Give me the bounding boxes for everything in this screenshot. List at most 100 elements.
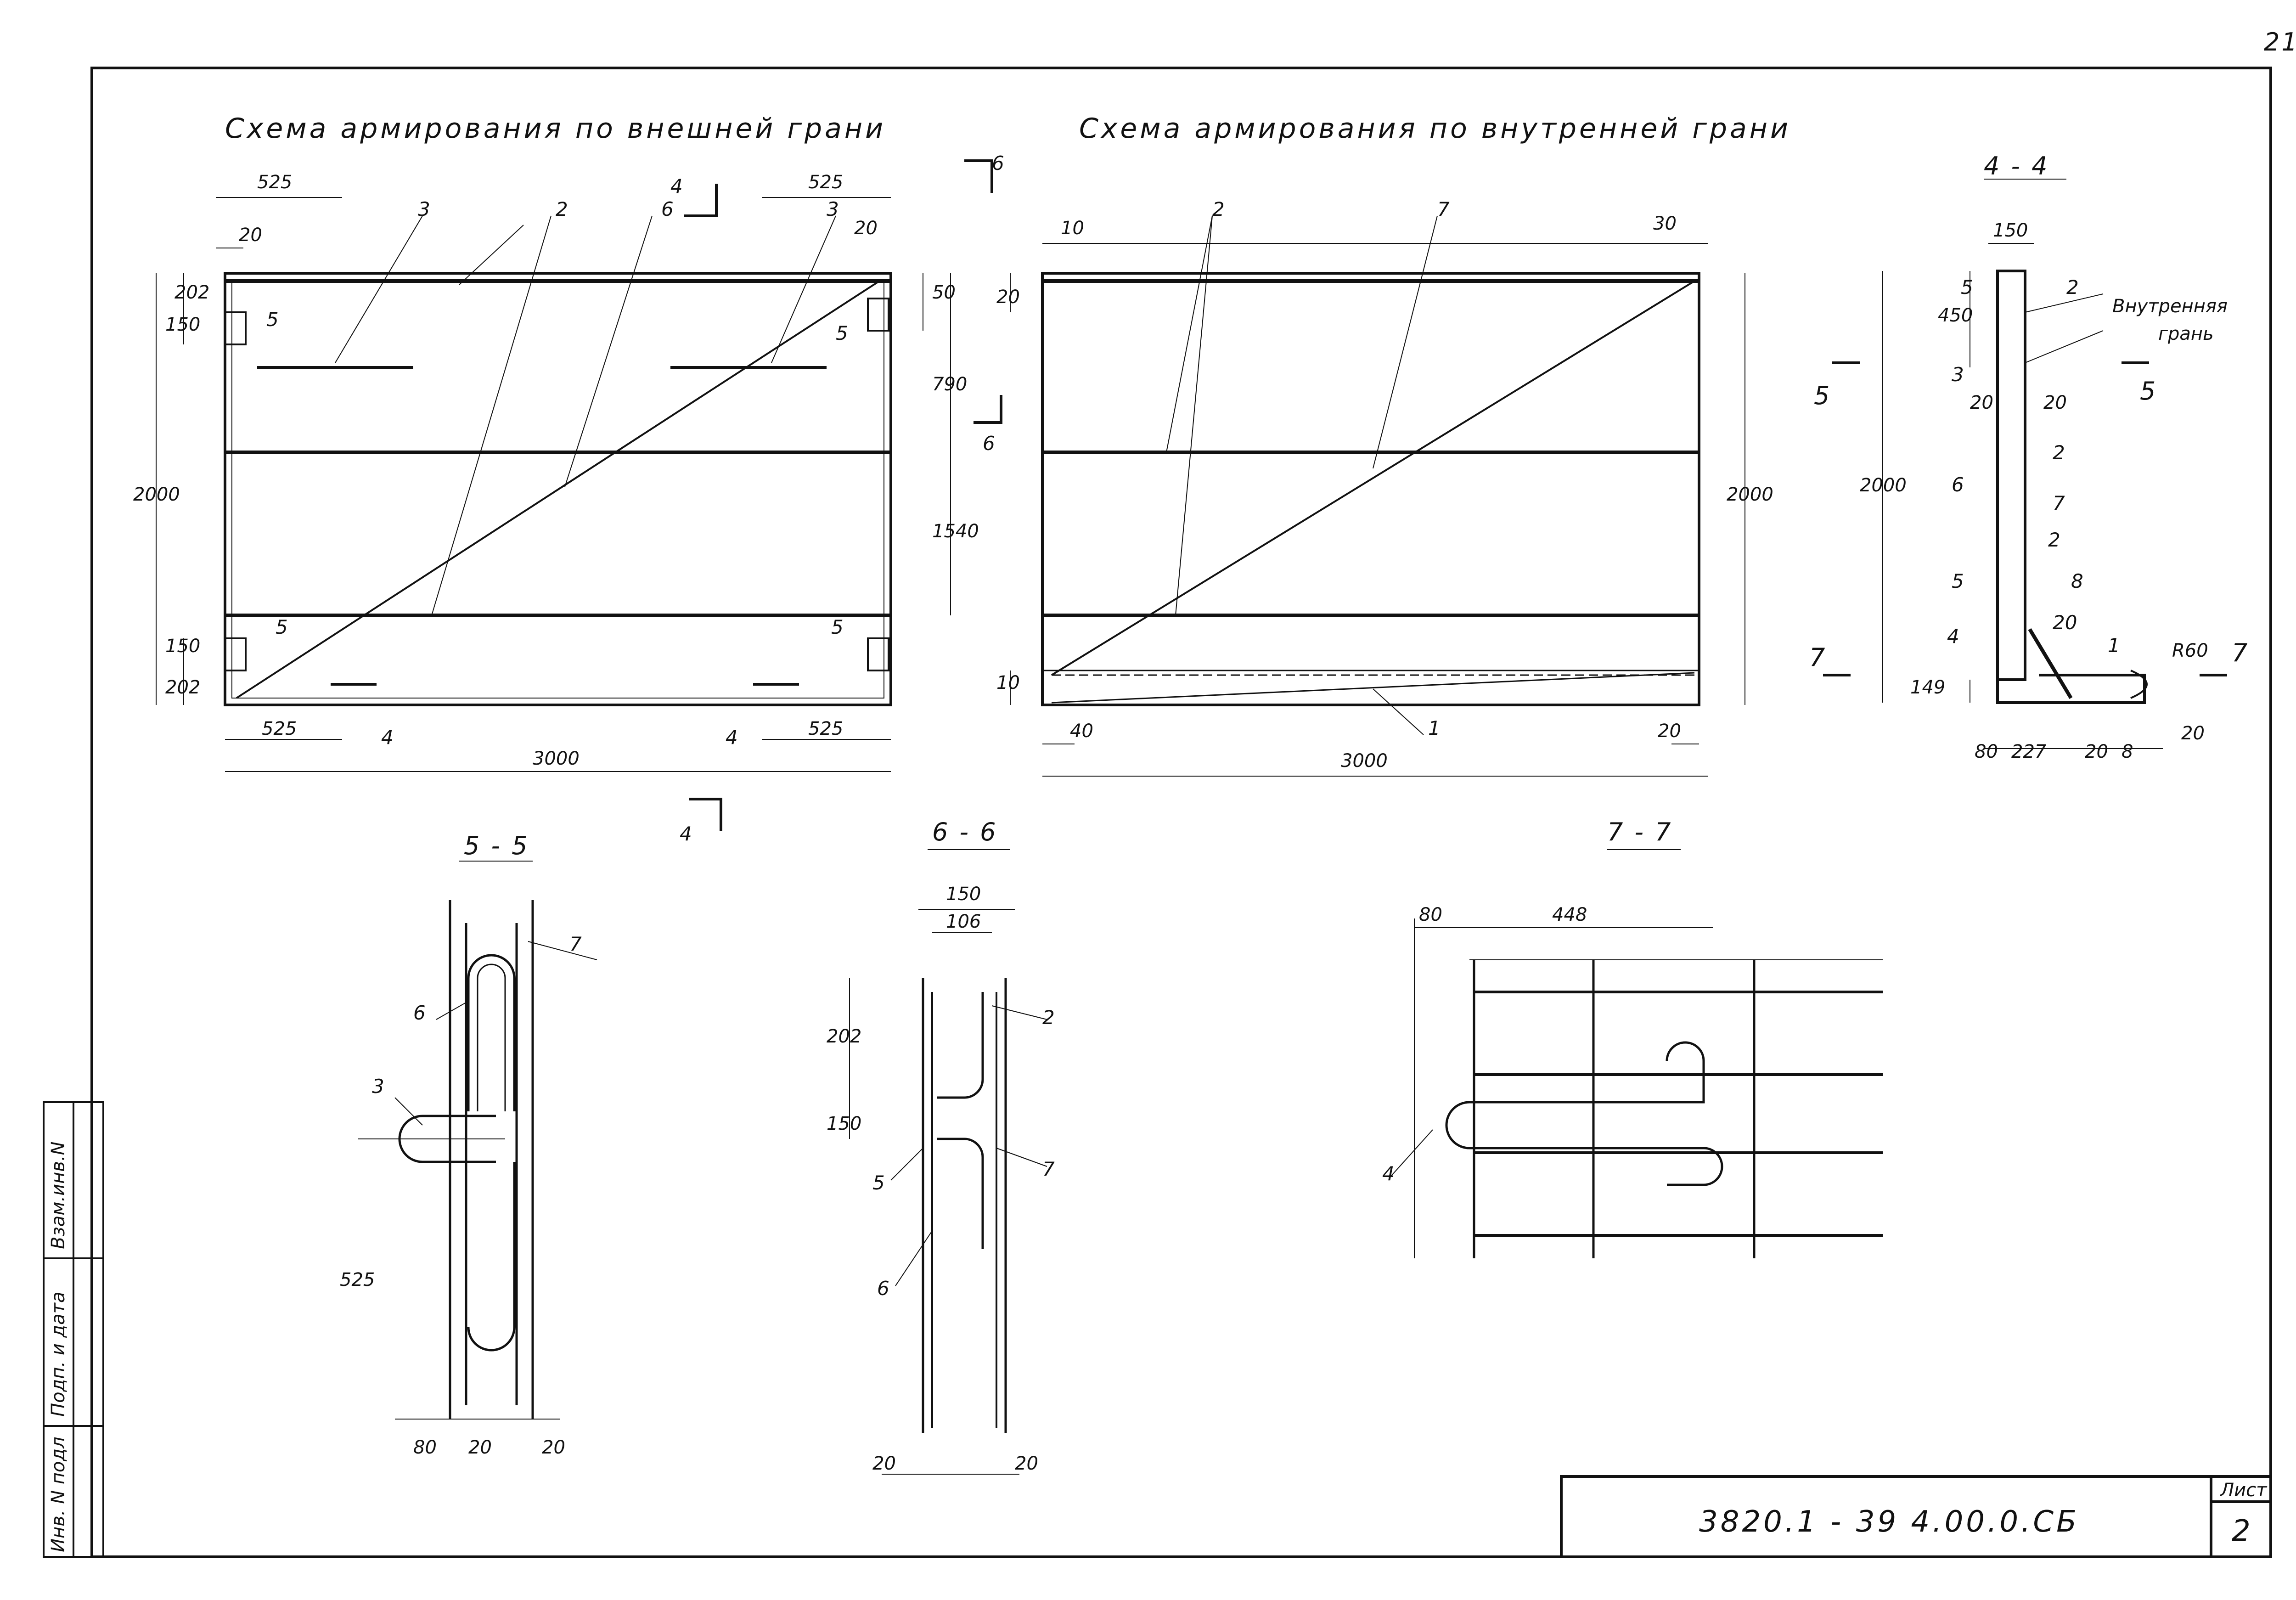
label-55-6: 6: [413, 1002, 426, 1024]
dim-outer-left-20: 20: [239, 225, 262, 246]
dim-44-20b: 20: [2043, 392, 2067, 413]
dim-inner-10-top: 10: [1061, 218, 1084, 239]
dim-55-525: 525: [340, 1269, 375, 1290]
dim-outer-top-right: 525: [808, 172, 843, 193]
label-inner-7: 7: [1437, 198, 1450, 220]
section-5-5: [358, 861, 597, 1420]
title-block-sheet-label: Лист: [2219, 1480, 2268, 1501]
dim-outer-202: 202: [174, 282, 209, 303]
label-66-6: 6: [877, 1277, 889, 1300]
dim-inner-10-bottom: 10: [996, 672, 1020, 693]
label-66-7: 7: [1042, 1158, 1055, 1180]
label-44-20: 20: [2053, 611, 2077, 634]
label-44-face-1: Внутренняя: [2112, 296, 2228, 317]
label-44-2a: 2: [2066, 276, 2079, 299]
section-5-5-title: 5 - 5: [464, 831, 529, 860]
label-44-2b: 2: [2053, 441, 2065, 464]
label-44-7: 7: [2053, 492, 2065, 514]
dim-66-106: 106: [946, 911, 981, 932]
left-stamp: [43, 1101, 104, 1558]
dim-outer-150-bottom: 150: [165, 636, 200, 657]
cut-outer-6-top: 6: [992, 152, 1004, 175]
dim-outer-top-left: 525: [257, 172, 292, 193]
label-44-4: 4: [1947, 625, 1959, 648]
dim-44-20a: 20: [1970, 392, 1993, 413]
label-outer-6: 6: [661, 198, 674, 220]
label-44-2c: 2: [2048, 529, 2060, 551]
label-inner-2: 2: [1212, 198, 1225, 220]
dim-44-149: 149: [1910, 677, 1945, 698]
label-outer-3b: 3: [827, 198, 839, 220]
label-44-6: 6: [1952, 473, 1964, 496]
cut-44-7-left: 7: [1809, 643, 1827, 672]
dim-55-20a: 20: [468, 1437, 492, 1458]
cut-44-5-left: 5: [1814, 381, 1831, 410]
cut-outer-4-bottom: 4: [680, 823, 692, 845]
dim-outer-2000: 2000: [133, 484, 180, 505]
label-outer-4a: 4: [381, 726, 394, 749]
dim-44-150: 150: [1993, 220, 2028, 241]
dim-outer-202-bottom: 202: [165, 677, 200, 698]
dim-66-150: 150: [946, 884, 981, 905]
dim-outer-1540: 1540: [932, 521, 979, 542]
dim-44-450: 450: [1938, 305, 1973, 326]
label-outer-5b: 5: [836, 322, 848, 344]
dim-inner-20-left: 20: [996, 287, 1020, 308]
label-66-5: 5: [872, 1172, 885, 1194]
dim-77-80: 80: [1419, 904, 1442, 925]
label-outer-5d: 5: [831, 616, 844, 638]
dim-55-80: 80: [413, 1437, 437, 1458]
cut-outer-6-bottom: 6: [983, 432, 995, 455]
inner-face-view: [1010, 215, 1745, 777]
section-7-7-title: 7 - 7: [1607, 817, 1673, 846]
dim-inner-3000: 3000: [1341, 750, 1388, 772]
dim-outer-bottom-left: 525: [262, 718, 297, 739]
label-44-1: 1: [2108, 634, 2120, 657]
drawing-frame: [90, 67, 2272, 1558]
label-inner-1: 1: [1428, 717, 1441, 739]
label-66-2: 2: [1042, 1006, 1055, 1029]
dim-44-80: 80: [1975, 741, 1998, 762]
dim-44-20c: 20: [2085, 741, 2108, 762]
dim-inner-2000: 2000: [1727, 484, 1773, 505]
dim-outer-3000: 3000: [533, 748, 580, 769]
dim-outer-right-20: 20: [854, 218, 878, 239]
label-44-face-2: грань: [2158, 323, 2214, 344]
section-4-4-title: 4 - 4: [1984, 152, 2049, 180]
label-55-3: 3: [372, 1075, 384, 1098]
page-number: 21: [2264, 28, 2296, 56]
dim-44-r60: R60: [2172, 640, 2208, 661]
label-44-3: 3: [1952, 363, 1964, 386]
dim-66-20a: 20: [872, 1453, 896, 1474]
dim-77-448: 448: [1552, 904, 1587, 925]
label-outer-3a: 3: [418, 198, 430, 220]
dim-44-227: 227: [2011, 741, 2047, 762]
label-outer-4b: 4: [726, 726, 738, 749]
cut-44-7-right: 7: [2232, 638, 2249, 667]
section-4-4: [1823, 179, 2227, 749]
cut-outer-4-top: 4: [670, 175, 683, 197]
dim-inner-30: 30: [1653, 213, 1677, 234]
label-55-7: 7: [569, 933, 582, 955]
dim-inner-40: 40: [1070, 721, 1093, 742]
label-44-5b: 5: [1952, 570, 1964, 592]
stamp-col-3: Инв. N подл: [48, 1437, 69, 1552]
outer-face-view: [156, 159, 1002, 831]
dim-66-20b: 20: [1015, 1453, 1038, 1474]
title-block-sheet-number: 2: [2232, 1514, 2253, 1548]
dim-55-20b: 20: [542, 1437, 565, 1458]
dim-66-150b: 150: [827, 1113, 861, 1134]
label-outer-2: 2: [556, 198, 568, 220]
title-block-code: 3820.1 - 39 4.00.0.СБ: [1699, 1505, 2079, 1539]
dim-outer-bottom-right: 525: [808, 718, 843, 739]
section-6-6: [849, 849, 1047, 1475]
cut-44-5-right: 5: [2140, 377, 2157, 406]
section-7-7: [1391, 849, 1883, 1258]
stamp-col-2: Подп. и дата: [48, 1292, 69, 1417]
dim-outer-50: 50: [932, 282, 956, 303]
dim-44-2000: 2000: [1860, 475, 1907, 496]
label-44-8: 8: [2071, 570, 2083, 592]
stamp-col-1: Взам.инв.N: [48, 1142, 69, 1249]
inner-view-title: Схема армирования по внутренней грани: [1079, 113, 1791, 145]
dim-66-202: 202: [827, 1026, 861, 1047]
